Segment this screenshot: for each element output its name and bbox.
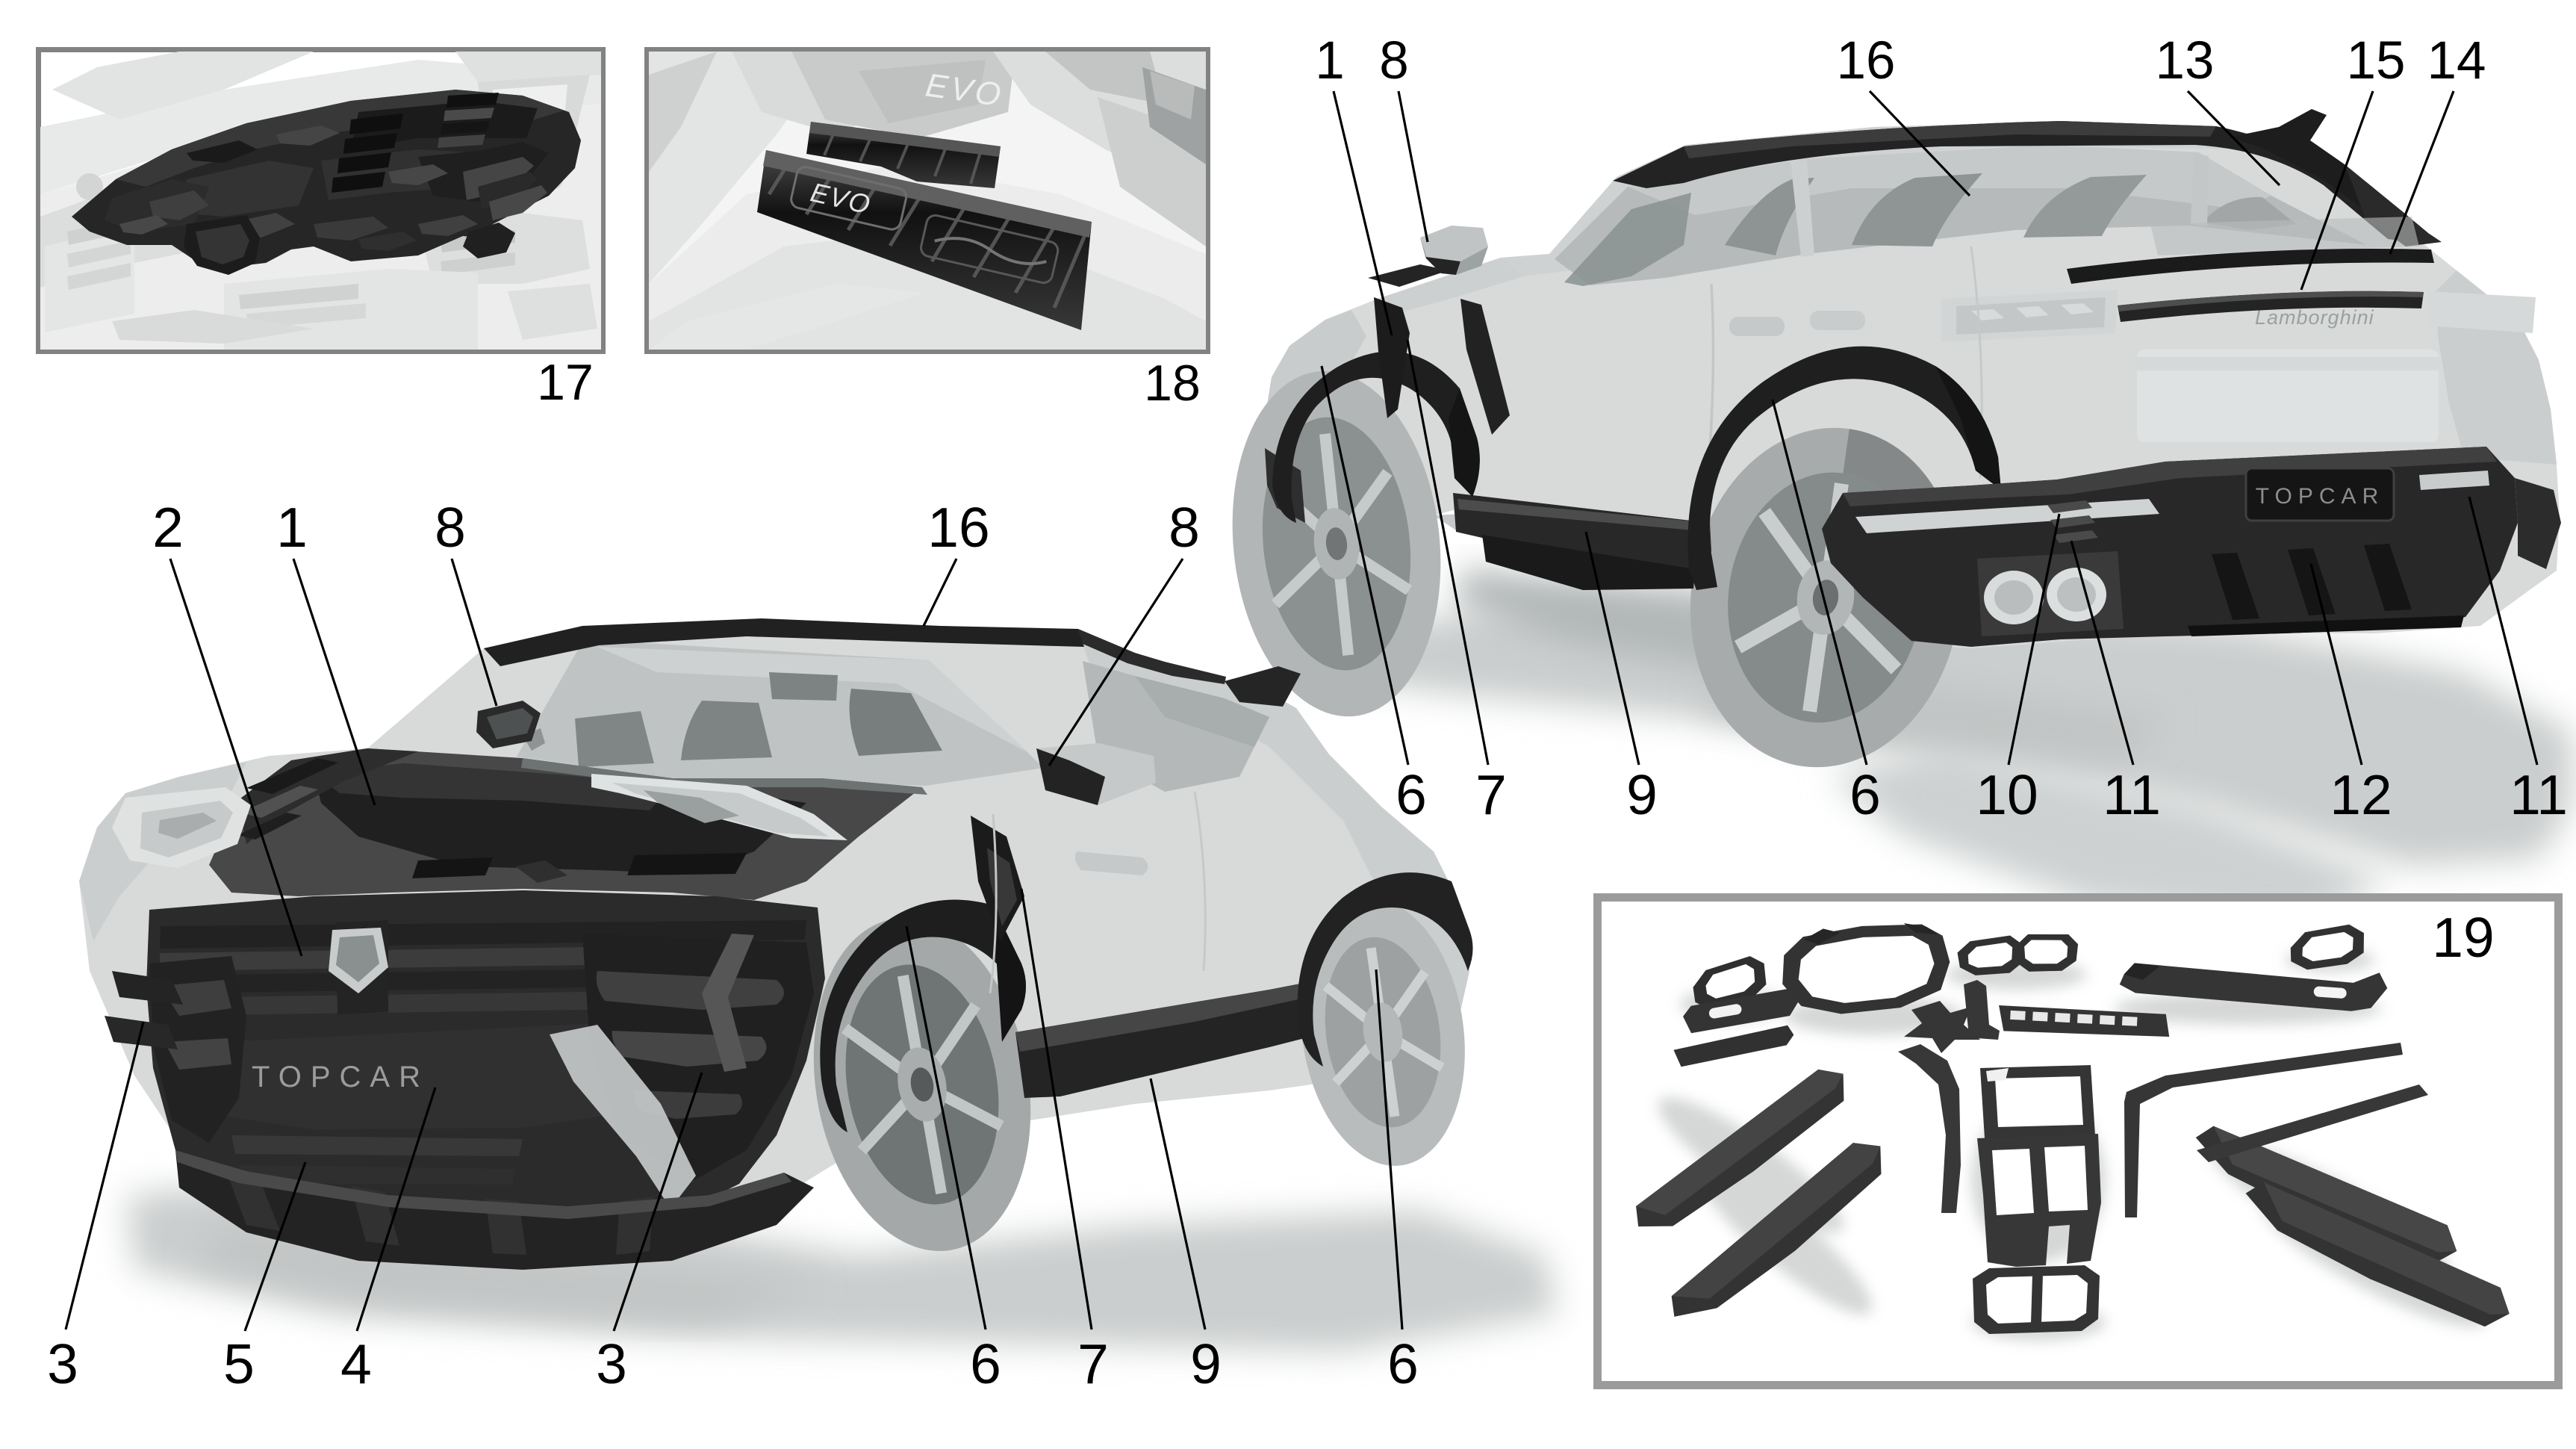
svg-text:9: 9 <box>1190 1332 1222 1395</box>
svg-text:3: 3 <box>47 1332 78 1395</box>
svg-text:7: 7 <box>1475 763 1507 826</box>
svg-text:13: 13 <box>2156 31 2215 90</box>
svg-text:19: 19 <box>2432 906 2494 969</box>
svg-text:6: 6 <box>1387 1332 1419 1395</box>
svg-text:17: 17 <box>537 354 594 411</box>
svg-text:10: 10 <box>1976 763 2038 826</box>
svg-text:2: 2 <box>152 496 184 559</box>
svg-text:6: 6 <box>970 1332 1001 1395</box>
svg-text:1: 1 <box>276 496 308 559</box>
svg-text:8: 8 <box>1379 31 1409 90</box>
svg-text:7: 7 <box>1077 1332 1109 1395</box>
svg-text:4: 4 <box>340 1332 372 1395</box>
svg-text:1: 1 <box>1315 31 1345 90</box>
svg-text:15: 15 <box>2347 31 2406 90</box>
svg-text:12: 12 <box>2330 763 2392 826</box>
svg-text:18: 18 <box>1144 355 1201 412</box>
svg-text:5: 5 <box>223 1332 255 1395</box>
svg-text:8: 8 <box>435 496 466 559</box>
svg-text:6: 6 <box>1849 763 1881 826</box>
svg-text:TOPCAR: TOPCAR <box>2256 484 2384 509</box>
svg-text:TOPCAR: TOPCAR <box>252 1061 429 1093</box>
svg-text:8: 8 <box>1169 496 1200 559</box>
svg-text:11: 11 <box>2103 763 2161 826</box>
svg-text:16: 16 <box>927 496 989 559</box>
svg-text:9: 9 <box>1626 763 1658 826</box>
svg-text:11: 11 <box>2510 763 2568 826</box>
svg-text:14: 14 <box>2427 31 2486 90</box>
svg-text:3: 3 <box>596 1332 627 1395</box>
svg-text:6: 6 <box>1396 763 1427 826</box>
svg-text:16: 16 <box>1837 31 1896 90</box>
svg-text:Lamborghini: Lamborghini <box>2255 306 2374 329</box>
